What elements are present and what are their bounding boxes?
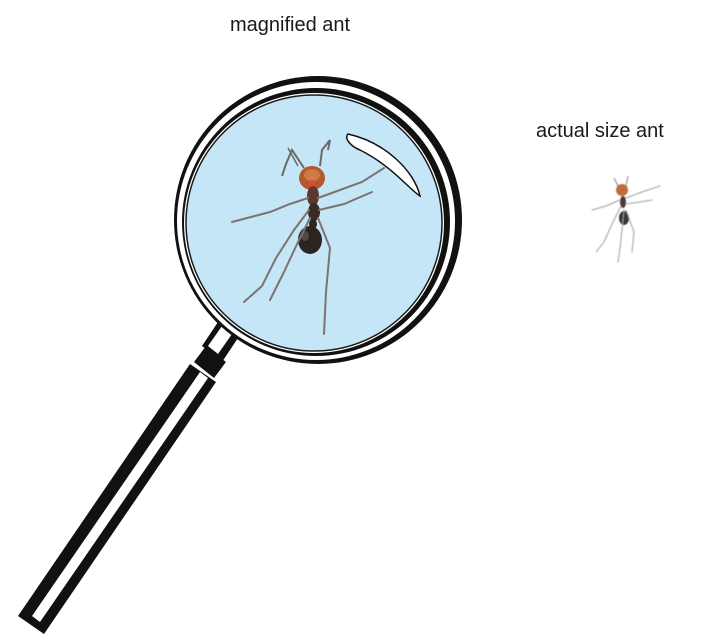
magnifier-handle	[18, 322, 238, 634]
actual-size-ant	[592, 176, 660, 262]
